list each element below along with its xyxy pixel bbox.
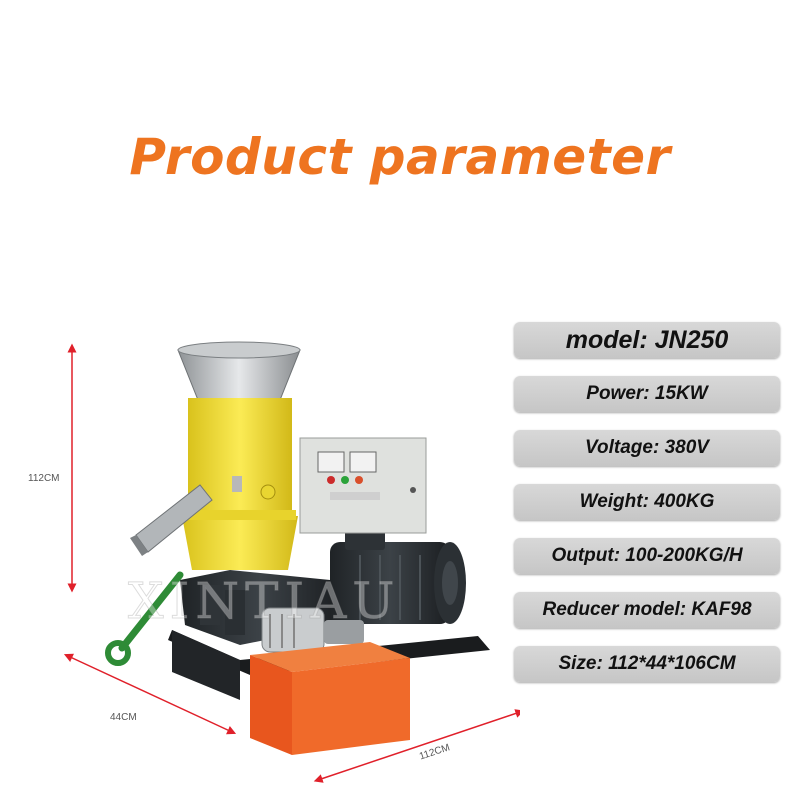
param-weight: Weight: 400KG — [514, 484, 780, 520]
parameter-list: model: JN250 Power: 15KW Voltage: 380V W… — [514, 322, 780, 700]
param-voltage: Voltage: 380V — [514, 430, 780, 466]
height-dimension-label: 112CM — [28, 473, 60, 484]
oil-tank — [250, 642, 410, 755]
page-title: Product parameter — [129, 128, 671, 186]
depth-dimension-label: 44CM — [110, 712, 137, 723]
param-size: Size: 112*44*106CM — [514, 646, 780, 682]
electric-motor — [330, 530, 466, 624]
control-box — [299, 437, 427, 534]
param-power: Power: 15KW — [514, 376, 780, 412]
watermark-text: XINTIAU — [128, 572, 400, 630]
pellet-mill-image: XINTIAU — [63, 341, 520, 783]
wrench-tool — [105, 571, 184, 666]
param-reducer-model: Reducer model: KAF98 — [514, 592, 780, 628]
depth-dimension-arrow — [63, 653, 237, 735]
oil-pump — [261, 607, 364, 653]
param-output: Output: 100-200KG/H — [514, 538, 780, 574]
discharge-chute — [130, 484, 213, 556]
param-model: model: JN250 — [514, 322, 780, 358]
feed-hopper — [177, 341, 301, 401]
pellet-mill-body — [182, 398, 298, 570]
width-dimension-arrow — [313, 709, 520, 783]
